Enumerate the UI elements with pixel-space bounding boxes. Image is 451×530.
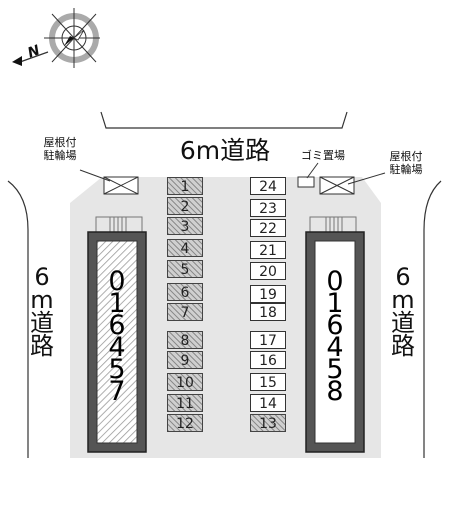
- parking-slot: 22: [250, 219, 286, 237]
- parking-slot: 18: [250, 303, 286, 321]
- top-road-label: 6m道路: [179, 136, 271, 165]
- parking-slot: 7: [167, 303, 203, 321]
- parking-slot: 19: [250, 285, 286, 303]
- parking-slot: 15: [250, 373, 286, 391]
- top-road-curb: [100, 111, 348, 129]
- parking-slot: 9: [167, 351, 203, 369]
- parking-slot: 11: [167, 394, 203, 412]
- right-road-curb: [423, 180, 442, 458]
- left-road-label: 6 m 道 路: [30, 263, 54, 360]
- parking-slot: 5: [167, 260, 203, 278]
- parking-slot: 24: [250, 177, 286, 195]
- parking-slot: 8: [167, 331, 203, 349]
- parking-slot: 6: [167, 283, 203, 301]
- parking-slot: 23: [250, 199, 286, 217]
- left-road-curb: [7, 180, 29, 458]
- property-lot: [70, 177, 381, 458]
- bike-shelter-right-label: 屋根付 駐輪場: [389, 150, 423, 176]
- parking-slot: 20: [250, 262, 286, 280]
- parking-slot: 4: [167, 239, 203, 257]
- compass-rose-icon: [12, 8, 100, 68]
- building-right-id: 0 1 6 4 5 8: [326, 266, 344, 407]
- garbage-area-label: ゴミ置場: [301, 149, 345, 162]
- parking-slot: 2: [167, 197, 203, 215]
- building-right-inner: [314, 240, 356, 444]
- building-left-inner: [96, 240, 138, 444]
- parking-slot: 12: [167, 414, 203, 432]
- parking-slot: 10: [167, 373, 203, 391]
- leader-bike-right: [347, 172, 386, 185]
- parking-slot: 13: [250, 414, 286, 432]
- parking-slot: 16: [250, 351, 286, 369]
- parking-slot: 3: [167, 217, 203, 235]
- leader-bike-left: [79, 169, 111, 182]
- garbage-area: [297, 176, 315, 188]
- bike-shelter-right: [319, 176, 355, 195]
- parking-slot: 21: [250, 241, 286, 259]
- leader-garbage: [306, 162, 319, 179]
- parking-slot: 17: [250, 331, 286, 349]
- building-left-id: 0 1 6 4 5 7: [108, 266, 126, 407]
- right-road-label: 6 m 道 路: [391, 263, 415, 360]
- parking-slot: 1: [167, 177, 203, 195]
- bike-shelter-left: [103, 176, 139, 195]
- parking-slot: 14: [250, 394, 286, 412]
- bike-shelter-left-label: 屋根付 駐輪場: [43, 136, 77, 162]
